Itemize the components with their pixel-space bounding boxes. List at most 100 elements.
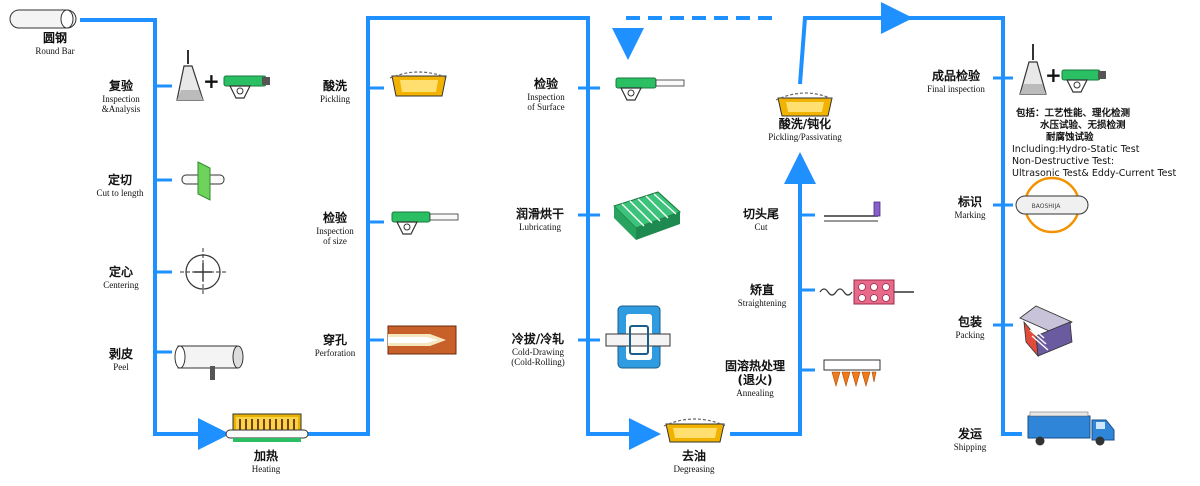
note-en-line3: Ultrasonic Test& Eddy-Current Test: [1012, 168, 1177, 179]
degreasing-tank-icon: [663, 418, 727, 443]
flow-line-top: [798, 2, 913, 85]
step-cold-drawing-en2: (Cold-Rolling): [511, 357, 565, 368]
step-lubricating-en: Lubricating: [519, 221, 561, 232]
note-cn-line3: 耐腐蚀试验: [1046, 132, 1094, 143]
step-inspection-size-en2: of size: [323, 236, 347, 247]
marking-tag-text: BAOSHIJA: [1032, 203, 1062, 210]
annealing-furnace-icon: [823, 359, 881, 388]
step-pickling-passivating-en: Pickling/Passivating: [768, 131, 842, 142]
step-inspection-analysis: 复验 Inspection &Analysis: [85, 79, 157, 115]
step-cut-cn: 切头尾: [742, 207, 779, 221]
step-annealing-cn: 固溶热处理: [724, 359, 785, 373]
step-peel: 剥皮 Peel: [85, 347, 157, 372]
step-marking: 标识 Marking: [940, 195, 1000, 220]
step-pickling-passivating-cn: 酸洗/钝化: [778, 117, 832, 131]
step-marking-en: Marking: [954, 209, 986, 220]
flow-line-col4: [905, 16, 1022, 436]
step-cut-en: Cut: [754, 221, 768, 232]
marking-highlight-icon: BAOSHIJA: [1015, 176, 1089, 234]
lubricating-rack-icon: [613, 191, 681, 240]
pickling-tank-icon: [389, 71, 449, 97]
note-cn-line1: 包括：工艺性能、理化检测: [1016, 108, 1131, 119]
step-round-bar-en: Round Bar: [35, 45, 75, 56]
final-flask-icon: [1019, 44, 1047, 95]
straightening-rolls-icon: [819, 279, 914, 305]
step-degreasing-en: Degreasing: [673, 463, 715, 474]
caliper-gauge-icon: [223, 75, 270, 99]
step-inspection-size: 检验 Inspection of size: [300, 211, 370, 247]
final-gauge-icon: [1061, 69, 1106, 93]
step-final-inspection-cn: 成品检验: [931, 69, 980, 83]
step-inspection-size-cn: 检验: [322, 211, 347, 225]
step-round-bar-cn: 圆钢: [42, 31, 67, 45]
step-cold-drawing-cn: 冷拔/冷轧: [511, 332, 565, 346]
step-inspection-analysis-en2: &Analysis: [101, 104, 141, 115]
step-degreasing: 去油 Degreasing: [658, 449, 730, 474]
step-inspection-surface: 检验 Inspection of Surface: [508, 77, 584, 112]
cutting-blade-icon: [181, 161, 225, 201]
step-cut: 切头尾 Cut: [726, 207, 796, 232]
step-centering-en: Centering: [103, 279, 139, 290]
flow-line-col3: [730, 152, 816, 436]
step-heating-en: Heating: [251, 463, 281, 474]
flow-line-dashed: [612, 16, 772, 60]
step-pickling-passivating: 酸洗/钝化 Pickling/Passivating: [748, 117, 862, 142]
step-cut-to-length: 定切 Cut to length: [80, 173, 160, 198]
step-centering-cn: 定心: [108, 265, 133, 279]
cold-drawing-die-icon: [605, 305, 671, 369]
note-en-line1: Including:Hydro-Static Test: [1012, 144, 1140, 155]
step-annealing-cn2: (退火): [737, 372, 773, 387]
step-inspection-surface-en1: Inspection: [527, 91, 565, 102]
flow-line-col1: [80, 18, 230, 450]
plus-sign: +: [203, 69, 220, 93]
step-straightening-cn: 矫直: [749, 283, 774, 297]
step-round-bar: 圆钢 Round Bar: [20, 31, 90, 56]
step-inspection-analysis-en1: Inspection: [102, 93, 140, 104]
step-pickling-cn: 酸洗: [322, 79, 347, 93]
centering-target-icon: [180, 248, 226, 296]
step-inspection-analysis-cn: 复验: [108, 79, 133, 93]
note-cn-line2: 水压试验、无损检测: [1040, 120, 1126, 131]
step-shipping-en: Shipping: [953, 441, 987, 452]
step-packing-cn: 包装: [957, 315, 982, 329]
step-final-inspection-en: Final inspection: [927, 83, 985, 94]
round-bar-icon: [9, 9, 77, 29]
step-lubricating-cn: 润滑烘干: [515, 207, 564, 221]
step-perforation-en: Perforation: [314, 347, 356, 358]
flask-icon: [176, 50, 204, 101]
step-perforation: 穿孔 Perforation: [300, 333, 370, 358]
heating-furnace-icon: [225, 413, 309, 442]
step-final-inspection: 成品检验 Final inspection: [914, 69, 998, 94]
step-peel-en: Peel: [113, 361, 129, 372]
step-straightening: 矫直 Straightening: [724, 283, 800, 308]
step-cut-to-length-cn: 定切: [107, 173, 132, 187]
step-annealing-en: Annealing: [736, 387, 774, 398]
flow-line-col2: [305, 16, 661, 450]
surface-gauge-icon: [615, 77, 685, 101]
step-cold-drawing-en1: Cold-Drawing: [512, 346, 564, 357]
final-inspection-note: 包括：工艺性能、理化检测 水压试验、无损检测 耐腐蚀试验 Including:H…: [1012, 108, 1176, 180]
step-inspection-surface-cn: 检验: [533, 77, 558, 91]
step-degreasing-cn: 去油: [681, 449, 706, 463]
packing-bundle-icon: [1019, 305, 1073, 358]
step-cold-drawing: 冷拔/冷轧 Cold-Drawing (Cold-Rolling): [496, 332, 580, 368]
step-peel-cn: 剥皮: [108, 347, 133, 361]
step-cut-to-length-en: Cut to length: [96, 187, 144, 198]
step-heating-cn: 加热: [253, 449, 278, 463]
step-straightening-en: Straightening: [737, 297, 787, 308]
shipping-truck-icon: [1027, 411, 1115, 446]
step-centering: 定心 Centering: [85, 265, 157, 290]
step-lubricating: 润滑烘干 Lubricating: [502, 207, 578, 232]
step-pickling: 酸洗 Pickling: [300, 79, 370, 104]
size-gauge-icon: [391, 211, 459, 235]
passivating-tank-icon: [775, 92, 835, 117]
step-heating: 加热 Heating: [230, 449, 302, 474]
note-en-line2: Non-Destructive Test:: [1012, 156, 1115, 167]
step-inspection-size-en1: Inspection: [316, 225, 354, 236]
step-marking-cn: 标识: [957, 195, 982, 209]
cut-saw-icon: [824, 201, 881, 222]
step-shipping: 发运 Shipping: [938, 427, 1002, 452]
step-packing-en: Packing: [955, 329, 985, 340]
